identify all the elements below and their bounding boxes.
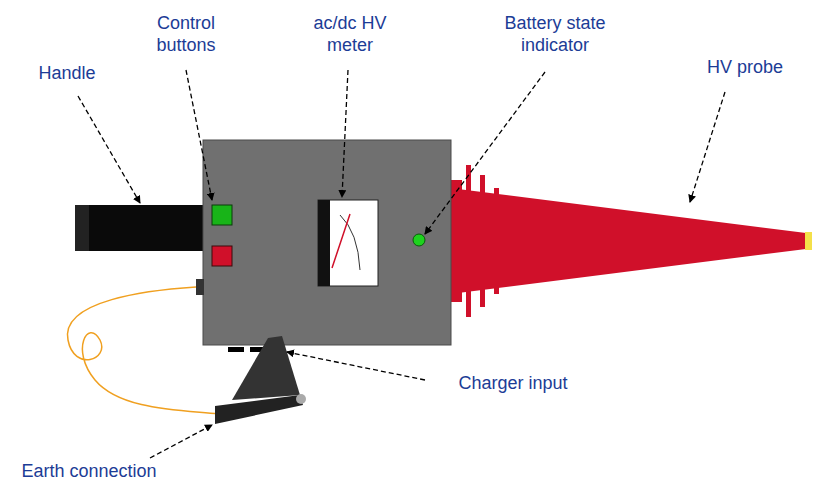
tester-body <box>203 140 451 345</box>
clip-jaw <box>232 336 300 400</box>
callout-label: Charger input <box>428 372 598 394</box>
meter-face <box>318 200 378 286</box>
callout-label: Battery state indicator <box>480 12 630 56</box>
callout-label: ac/dc HV meter <box>300 12 400 56</box>
handle <box>75 205 205 251</box>
battery-led <box>413 234 425 246</box>
probe-fin <box>480 175 485 307</box>
hv-probe <box>450 188 806 294</box>
leader-line <box>186 70 212 200</box>
probe-fin <box>466 165 471 317</box>
meter-scale <box>340 215 360 270</box>
green-button <box>212 205 232 225</box>
probe-tip <box>805 232 812 250</box>
leader-line <box>342 70 348 197</box>
leader-line <box>150 425 212 458</box>
leader-line <box>690 92 725 202</box>
meter-needle <box>332 214 350 268</box>
handle-end <box>75 205 89 251</box>
earth-socket <box>196 279 204 295</box>
earth-wire <box>68 287 218 414</box>
red-button <box>212 246 232 266</box>
leader-line <box>425 72 545 234</box>
probe-fin <box>494 188 499 294</box>
callout-label: Earth connection <box>4 460 174 482</box>
charger-pin <box>228 347 244 352</box>
meter-bezel <box>318 200 330 286</box>
callout-label: Handle <box>22 62 112 84</box>
clip-jaw <box>215 395 303 424</box>
leader-line <box>78 96 140 203</box>
leader-line <box>287 352 425 380</box>
clip-pivot <box>296 394 306 404</box>
callout-label: HV probe <box>690 56 800 78</box>
callout-label: Control buttons <box>140 12 232 56</box>
